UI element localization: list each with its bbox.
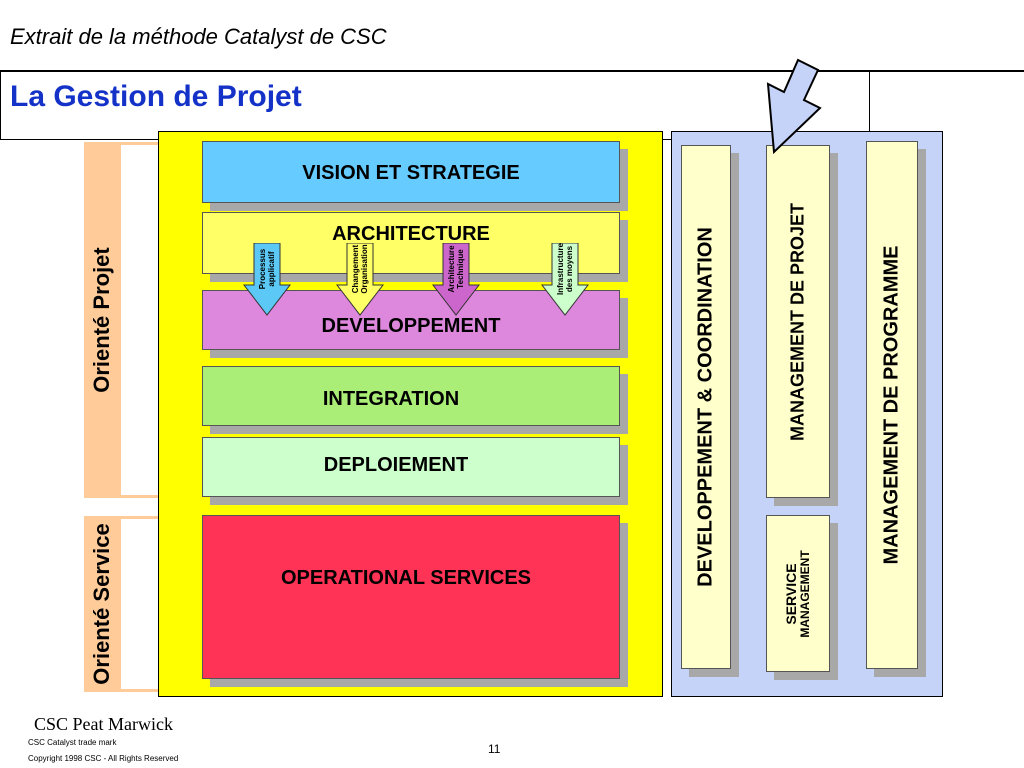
- arrow-infrastructure-line2: des moyens: [565, 245, 574, 293]
- arrow-changement-line2: Organisation: [360, 244, 369, 294]
- phase-operational: OPERATIONAL SERVICES: [202, 515, 620, 679]
- arrow-infrastructure-label: Infrastructure des moyens: [556, 243, 574, 295]
- phase-integration: INTEGRATION: [202, 366, 620, 426]
- arrow-processus-line1: Processus: [258, 248, 267, 290]
- pointer-arrow-icon: [766, 58, 822, 155]
- service-label-bar: Orienté Service: [84, 516, 120, 692]
- arrow-infrastructure-line1: Infrastructure: [556, 242, 565, 296]
- phase-deploiement-label: DEPLOIEMENT: [323, 454, 469, 476]
- arrow-changement-line1: Changement: [351, 244, 360, 294]
- column-management-projet: MANAGEMENT DE PROJET: [766, 145, 830, 498]
- arrow-processus: Processus applicatif: [242, 242, 292, 317]
- page-title: La Gestion de Projet: [10, 80, 302, 113]
- phase-vision-label: VISION ET STRATEGIE: [302, 162, 520, 184]
- arrow-down-icon: [431, 242, 481, 316]
- arrow-architecture-line2: Technique: [456, 249, 465, 289]
- phase-developpement-label: DEVELOPPEMENT: [321, 315, 501, 337]
- arrow-infrastructure: Infrastructure des moyens: [540, 242, 590, 317]
- service-mgmt-line2: MANAGEMENT: [798, 549, 812, 638]
- column-dev-coordination-label: DEVELOPPEMENT & COORDINATION: [694, 227, 717, 587]
- page-number: 11: [488, 742, 501, 756]
- phase-integration-label: INTEGRATION: [322, 388, 460, 410]
- subtitle: Extrait de la méthode Catalyst de CSC: [10, 24, 387, 49]
- column-service-management: SERVICE MANAGEMENT: [766, 515, 830, 672]
- footer-trademark: CSC Catalyst trade mark: [28, 738, 117, 747]
- arrow-changement-label: Changement Organisation: [351, 244, 369, 293]
- column-service-management-label: SERVICE MANAGEMENT: [783, 549, 812, 638]
- arrow-processus-line2: applicatif: [267, 251, 276, 287]
- phase-deploiement: DEPLOIEMENT: [202, 437, 620, 497]
- arrow-changement: Changement Organisation: [335, 242, 385, 317]
- column-management-programme: MANAGEMENT DE PROGRAMME: [866, 141, 918, 669]
- column-management-programme-label: MANAGEMENT DE PROGRAMME: [880, 245, 903, 565]
- service-mgmt-line1: SERVICE: [783, 562, 799, 625]
- arrow-down-icon: [335, 242, 385, 316]
- arrow-down-icon: [540, 242, 590, 316]
- column-dev-coordination: DEVELOPPEMENT & COORDINATION: [681, 145, 731, 669]
- projet-label: Orienté Projet: [89, 247, 114, 393]
- arrow-down-icon: [242, 242, 292, 316]
- phase-operational-label: OPERATIONAL SERVICES: [280, 567, 532, 589]
- projet-label-bar: Orienté Projet: [84, 142, 120, 498]
- phase-vision: VISION ET STRATEGIE: [202, 141, 620, 203]
- arrow-architecture-line1: Architecture: [447, 245, 456, 293]
- phase-architecture-label: ARCHITECTURE: [332, 223, 490, 245]
- service-label: Orienté Service: [89, 523, 114, 685]
- arrow-architecture: Architecture Technique: [431, 242, 481, 317]
- footer-copyright: Copyright 1998 CSC - All Rights Reserved: [28, 754, 179, 763]
- header-divider: [0, 70, 1024, 72]
- footer-brand: CSC Peat Marwick: [34, 714, 173, 734]
- arrow-architecture-label: Architecture Technique: [447, 245, 465, 292]
- arrow-processus-label: Processus applicatif: [258, 249, 276, 289]
- column-management-projet-label: MANAGEMENT DE PROJET: [787, 202, 808, 441]
